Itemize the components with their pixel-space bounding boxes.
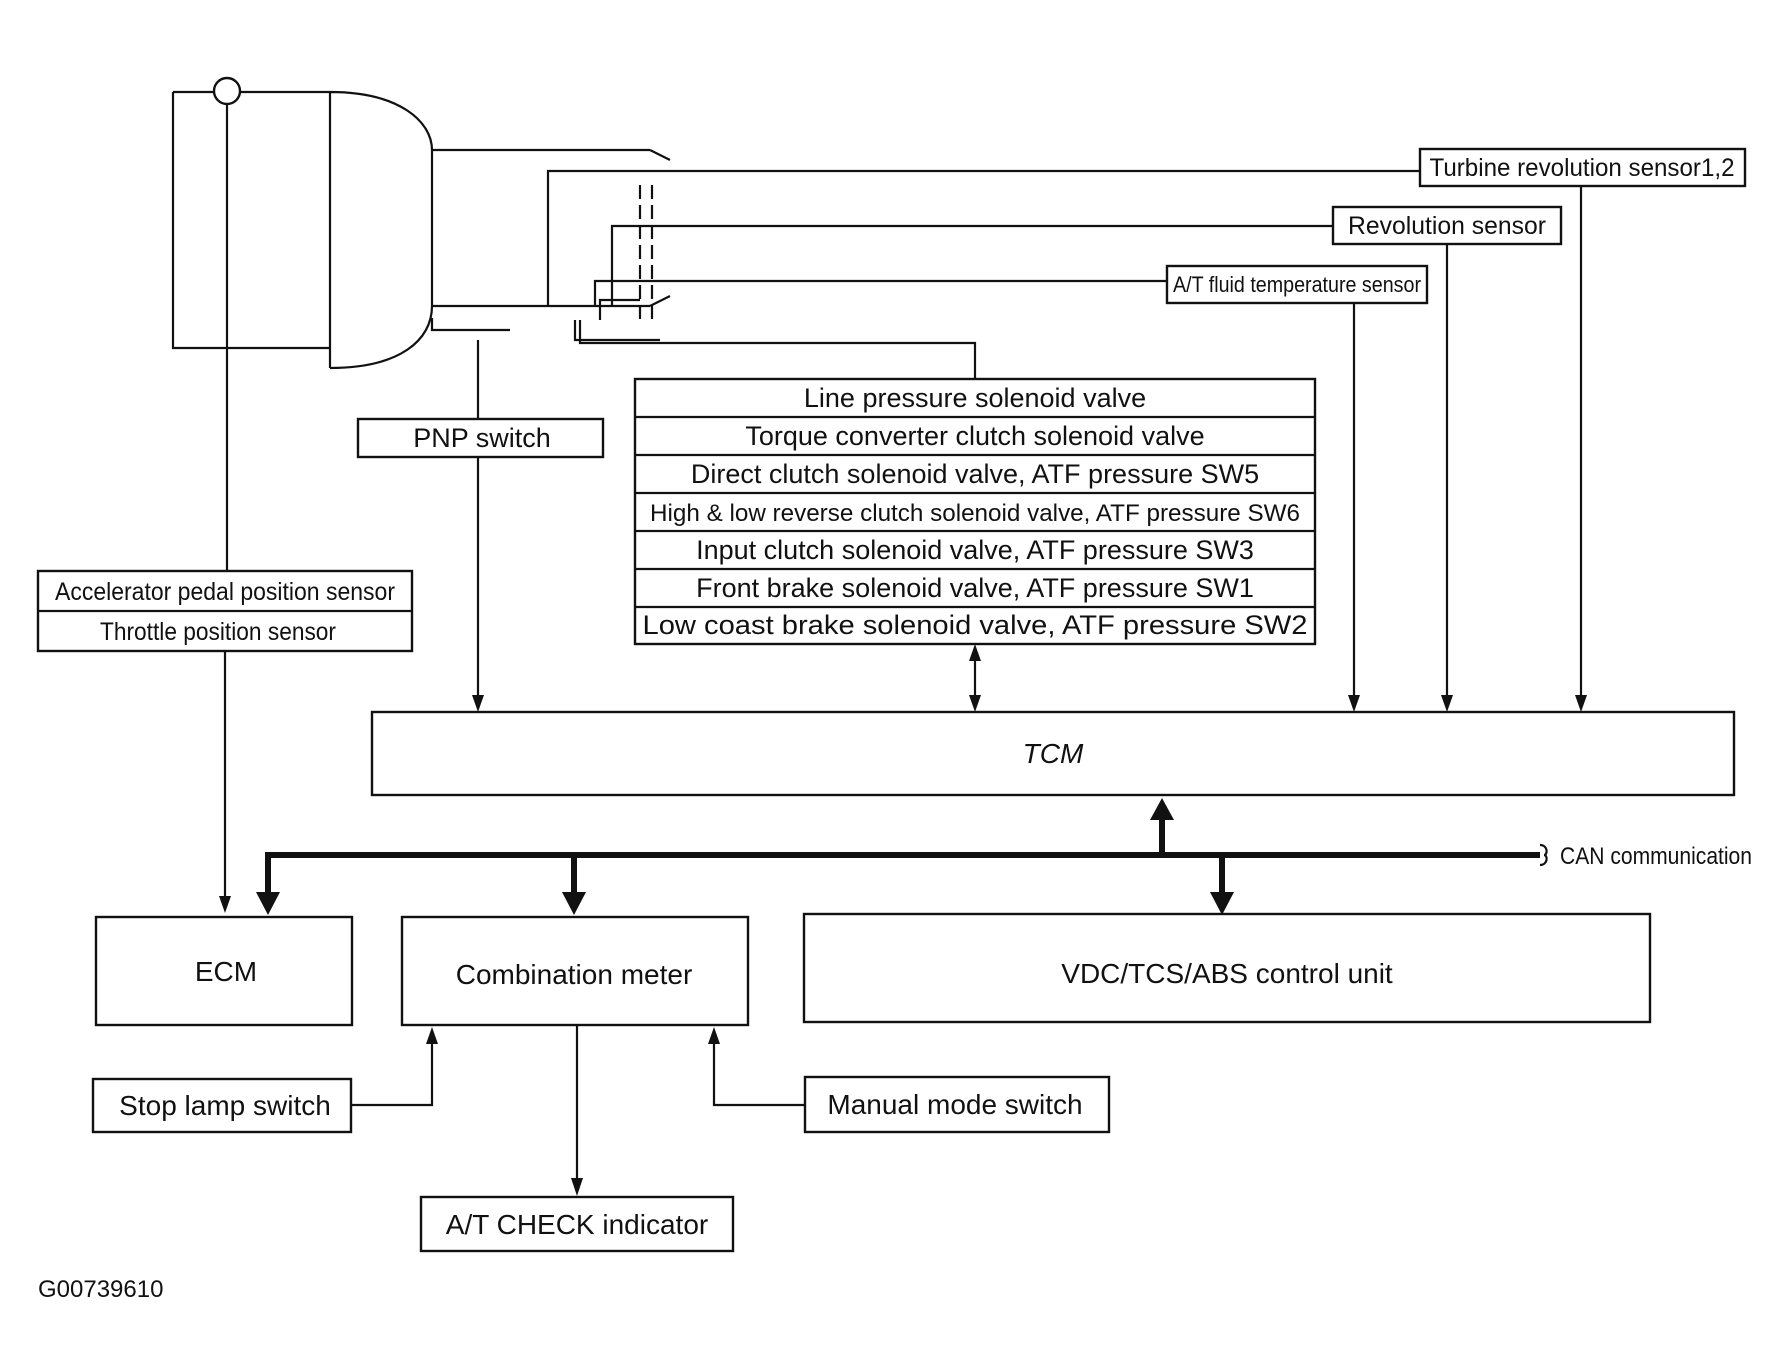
fluid-temp-sensor-label: A/T fluid temperature sensor xyxy=(1173,272,1421,297)
accel-throttle-box: Accelerator pedal position sensor Thrott… xyxy=(36,104,414,913)
at-check-indicator-label: A/T CHECK indicator xyxy=(446,1209,708,1240)
can-bus: CAN communication xyxy=(256,798,1752,915)
vdc-control-unit-label: VDC/TCS/ABS control unit xyxy=(1061,958,1393,989)
sensor-wiring xyxy=(546,169,1420,379)
accel-pedal-label: Accelerator pedal position sensor xyxy=(55,578,395,606)
valve-torque-converter: Torque converter clutch solenoid valve xyxy=(745,421,1204,451)
combination-meter-box: Combination meter xyxy=(400,915,750,1027)
pnp-switch-box: PNP switch xyxy=(356,340,605,712)
throttle-body-icon xyxy=(212,76,242,106)
pnp-switch-label: PNP switch xyxy=(413,423,551,453)
valve-tcm-arrow xyxy=(969,644,981,712)
ecm-box: ECM xyxy=(94,915,354,1027)
tcm-label: TCM xyxy=(1023,738,1084,769)
turbine-sensor-label: Turbine revolution sensor1,2 xyxy=(1430,154,1735,182)
manual-mode-switch-label: Manual mode switch xyxy=(827,1089,1082,1120)
combination-meter-label: Combination meter xyxy=(456,959,693,990)
manual-mode-switch-box: Manual mode switch xyxy=(708,1027,1111,1134)
valve-low-coast-brake: Low coast brake solenoid valve, ATF pres… xyxy=(643,610,1308,640)
valve-line-pressure: Line pressure solenoid valve xyxy=(804,383,1146,413)
valve-front-brake: Front brake solenoid valve, ATF pressure… xyxy=(696,573,1254,603)
can-communication-label: CAN communication xyxy=(1560,843,1752,870)
sensor-to-tcm-lines xyxy=(1348,186,1587,712)
throttle-sensor-label: Throttle position sensor xyxy=(100,618,336,646)
stop-lamp-switch-label: Stop lamp switch xyxy=(119,1090,331,1121)
at-check-indicator-box: A/T CHECK indicator xyxy=(419,1025,735,1253)
tcm-box: TCM xyxy=(370,710,1736,797)
valve-high-low-reverse: High & low reverse clutch solenoid valve… xyxy=(650,500,1300,527)
transmission-illustration xyxy=(171,76,671,370)
stop-lamp-switch-box: Stop lamp switch xyxy=(91,1027,438,1134)
valve-direct-clutch: Direct clutch solenoid valve, ATF pressu… xyxy=(691,459,1259,489)
revolution-sensor-box: Revolution sensor xyxy=(1331,205,1563,246)
figure-id: G00739610 xyxy=(38,1276,163,1303)
turbine-sensor-box: Turbine revolution sensor1,2 xyxy=(1418,147,1747,188)
valve-input-clutch: Input clutch solenoid valve, ATF pressur… xyxy=(696,535,1254,565)
fluid-temp-sensor-box: A/T fluid temperature sensor xyxy=(1165,264,1429,305)
revolution-sensor-label: Revolution sensor xyxy=(1348,212,1546,240)
vdc-control-unit-box: VDC/TCS/ABS control unit xyxy=(802,912,1652,1024)
ecm-label: ECM xyxy=(195,956,257,987)
solenoid-valve-stack: Line pressure solenoid valve Torque conv… xyxy=(633,377,1317,646)
